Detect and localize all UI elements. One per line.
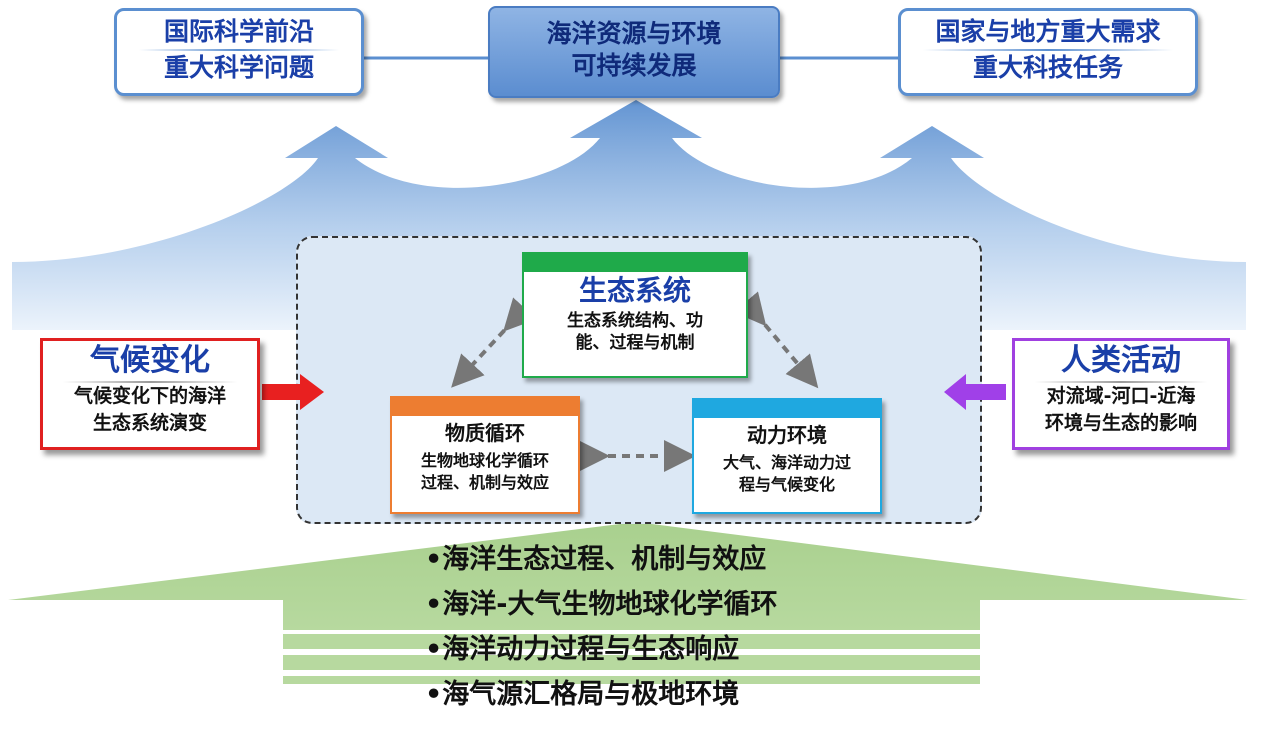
- ecosystem-desc-line2: 能、过程与机制: [575, 333, 695, 353]
- foundation-stripe-1: [283, 634, 980, 649]
- climate-change-desc-line1: 气候变化下的海洋: [73, 385, 226, 407]
- foundation-green-arrow: [8, 522, 1248, 630]
- connector-eco-dynamic: [733, 291, 819, 389]
- human-activity-title: 人类活动: [1061, 343, 1181, 378]
- material-cycle-node: 物质循环 生物地球化学循环 过程、机制与效应: [390, 396, 580, 514]
- foundation-stripe-2: [283, 655, 980, 670]
- national-line2: 重大科技任务: [972, 53, 1123, 82]
- climate-change-title: 气候变化: [90, 343, 210, 378]
- dynamic-environment-desc-line2: 程与气候变化: [738, 475, 835, 494]
- foundation-item: •海洋生态过程、机制与效应: [425, 544, 767, 575]
- material-cycle-desc-line2: 过程、机制与效应: [420, 473, 549, 492]
- foundation-item: •海洋-大气生物地球化学循环: [425, 589, 778, 620]
- sustainable-development-box: 海洋资源与环境 可持续发展: [488, 6, 780, 98]
- human-activity-desc-line2: 环境与生态的影响: [1044, 412, 1197, 434]
- national-divider: [923, 49, 1173, 51]
- climate-arrow: [262, 374, 324, 410]
- human-activity-box: 人类活动 对流域-河口-近海 环境与生态的影响: [1012, 338, 1230, 450]
- dynamic-environment-title: 动力环境: [747, 423, 827, 447]
- climate-change-desc-line2: 生态系统演变: [92, 412, 207, 434]
- human-arrow: [944, 374, 1006, 410]
- sustainable-line1: 海洋资源与环境: [546, 19, 722, 48]
- foundation-list: •海洋生态过程、机制与效应 •海洋-大气生物地球化学循环 •海洋动力过程与生态响…: [425, 537, 777, 717]
- climate-change-divider: [63, 381, 237, 383]
- foundation-item: •海洋动力过程与生态响应: [425, 634, 740, 665]
- ecosystem-desc-line1: 生态系统结构、功: [567, 311, 703, 331]
- national-line1: 国家与地方重大需求: [935, 17, 1161, 46]
- dynamic-environment-node: 动力环境 大气、海洋动力过 程与气候变化: [692, 398, 882, 514]
- dynamic-environment-bar: [694, 400, 880, 418]
- frontier-line1: 国际科学前沿: [163, 17, 314, 46]
- connector-eco-material: [451, 297, 537, 388]
- frontier-line2: 重大科学问题: [163, 53, 314, 82]
- climate-change-box: 气候变化 气候变化下的海洋 生态系统演变: [40, 338, 260, 450]
- ecosystem-title: 生态系统: [578, 274, 691, 307]
- human-activity-desc-line1: 对流域-河口-近海: [1046, 385, 1196, 407]
- frontier-divider: [139, 49, 339, 51]
- material-cycle-title: 物质循环: [445, 421, 525, 445]
- national-demand-box: 国家与地方重大需求 重大科技任务: [898, 8, 1198, 96]
- foundation-item: •海气源汇格局与极地环境: [425, 679, 740, 710]
- material-cycle-bar: [392, 398, 578, 416]
- material-cycle-desc-line1: 生物地球化学循环: [420, 451, 549, 470]
- human-activity-divider: [1035, 381, 1207, 383]
- ecosystem-node: 生态系统 生态系统结构、功 能、过程与机制: [522, 252, 748, 378]
- frontier-box: 国际科学前沿 重大科学问题: [114, 8, 364, 96]
- foundation-stripe-3: [283, 676, 980, 684]
- ecosystem-bar: [524, 254, 746, 272]
- dynamic-environment-desc-line1: 大气、海洋动力过: [722, 453, 851, 472]
- sustainable-line2: 可持续发展: [571, 51, 697, 80]
